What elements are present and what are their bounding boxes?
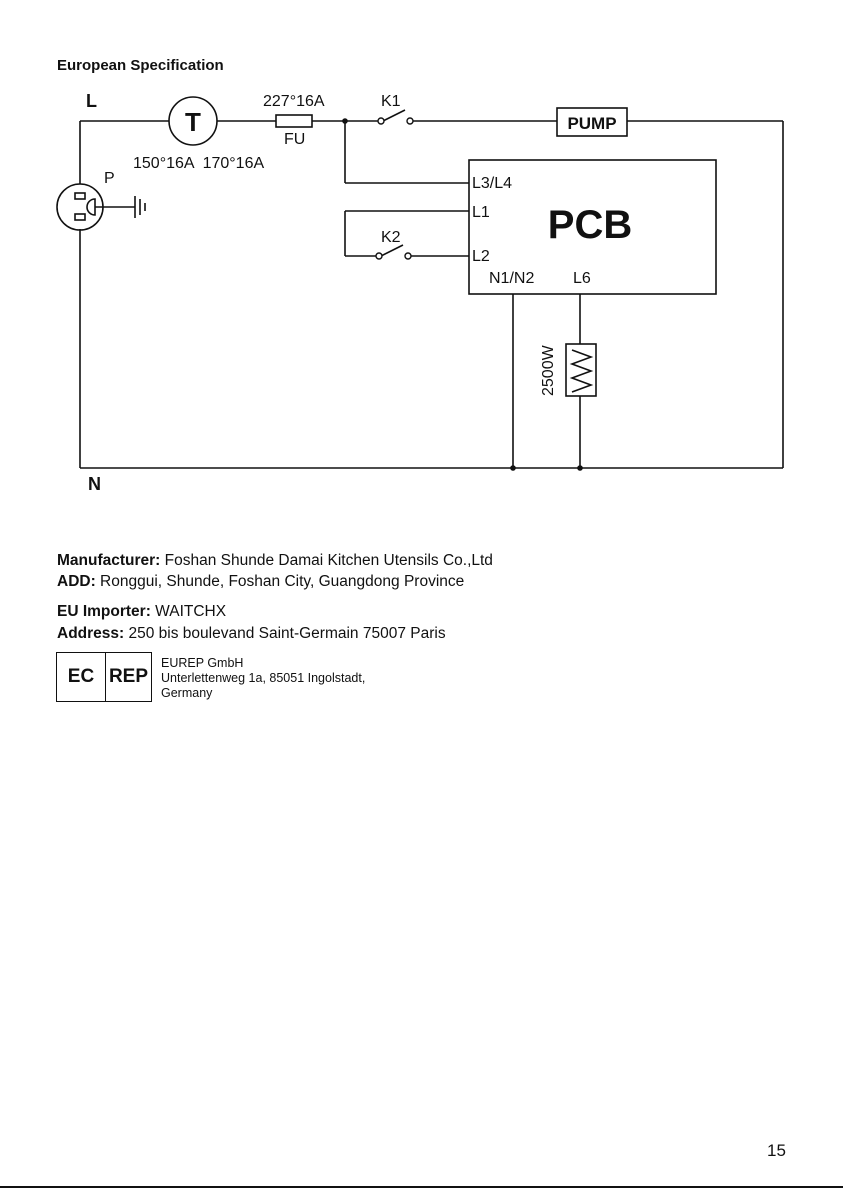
pin-l6: L6	[573, 270, 591, 287]
fuse-label: FU	[284, 131, 305, 148]
address-label: Address:	[57, 625, 125, 642]
fuse-icon	[275, 114, 313, 128]
pump-box	[556, 107, 628, 137]
ec-rep-address: EUREP GmbH Unterlettenweg 1a, 85051 Ingo…	[161, 656, 365, 701]
thermostat-symbol: T	[185, 107, 201, 137]
plug-label: P	[104, 170, 115, 187]
manufacturer-value: Foshan Shunde Damai Kitchen Utensils Co.…	[160, 552, 493, 569]
pin-l1: L1	[472, 204, 490, 221]
ec-label: EC	[57, 653, 106, 701]
pump-label: PUMP	[567, 114, 616, 133]
add-label: ADD:	[57, 573, 96, 590]
section-title: European Specification	[57, 57, 224, 74]
rep-label: REP	[108, 666, 149, 687]
switch-k1-label: K1	[381, 93, 401, 110]
ec-rep-badge: EC REP	[56, 652, 152, 702]
add-value: Ronggui, Shunde, Foshan City, Guangdong …	[95, 573, 465, 590]
importer-value: WAITCHX	[150, 603, 227, 620]
manufacturer-line: Manufacturer: Foshan Shunde Damai Kitche…	[57, 552, 493, 570]
circuit-diagram: L N P T 150°16A 170°16A 227°16A FU K1 K2…	[56, 91, 784, 494]
page-number: 15	[767, 1141, 786, 1160]
importer-line: EU Importer: WAITCHX	[57, 603, 226, 621]
ec-rep-country: Germany	[161, 686, 213, 700]
ec-rep-company: EUREP GmbH	[161, 656, 244, 670]
heater-rating: 2500W	[540, 344, 557, 396]
fuse-rating: 227°16A	[263, 93, 325, 110]
line-label: L	[86, 91, 97, 111]
thermostat-ratings: 150°16A 170°16A	[133, 155, 264, 172]
ec-rep-street: Unterlettenweg 1a, 85051 Ingolstadt,	[161, 671, 366, 685]
bottom-rule	[0, 1186, 843, 1188]
address-value: 250 bis boulevand Saint-Germain 75007 Pa…	[124, 625, 446, 642]
address-line: Address: 250 bis boulevand Saint-Germain…	[57, 625, 446, 643]
importer-label: EU Importer:	[57, 603, 151, 620]
pcb-label: PCB	[548, 203, 632, 247]
pin-n1n2: N1/N2	[489, 270, 534, 287]
pcb-box	[468, 159, 717, 295]
pin-l2: L2	[472, 248, 490, 265]
heater-icon	[565, 343, 597, 397]
switch-k2-icon	[380, 244, 404, 257]
switch-k2-label: K2	[381, 229, 401, 246]
switch-icon	[382, 109, 406, 122]
manufacturer-label: Manufacturer:	[57, 552, 161, 569]
add-line: ADD: Ronggui, Shunde, Foshan City, Guang…	[57, 573, 464, 591]
pin-l3l4: L3/L4	[472, 175, 512, 192]
neutral-label: N	[88, 474, 101, 494]
ground-icon	[134, 196, 146, 218]
